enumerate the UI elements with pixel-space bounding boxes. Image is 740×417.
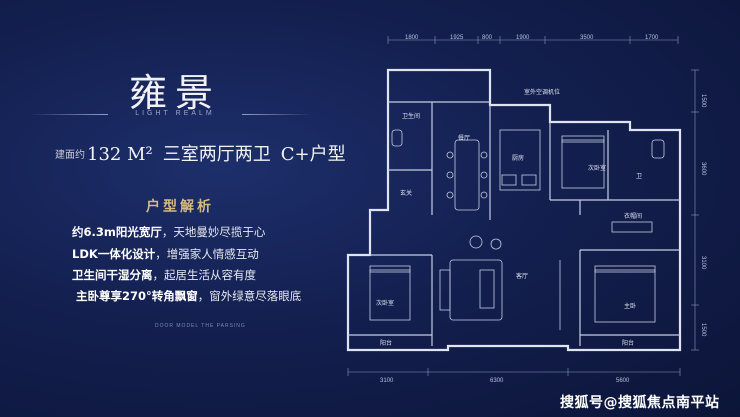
room-label: 室外空调机位 — [524, 88, 560, 96]
feature-line: LDK一体化设计，增强家人情感互动 — [72, 247, 259, 261]
dim-bottom: 3100 — [380, 378, 394, 384]
section-heading: 户型解析 — [146, 199, 214, 215]
dim-top: 1925 — [450, 35, 464, 41]
dim-top: 1900 — [516, 35, 530, 41]
room-label: 阳台 — [622, 339, 634, 347]
divider-right — [242, 114, 312, 115]
dim-top: 1700 — [645, 35, 659, 41]
dim-top: 1800 — [405, 35, 419, 41]
page-subtitle: LIGHT REALM — [135, 110, 215, 117]
feature-line: 约6.3m阳光宽厅，天地曼妙尽揽于心 — [72, 225, 266, 239]
room-label: 餐厅 — [458, 134, 470, 142]
floor-plan: 1800 1925 800 1900 3500 1700 3100 6300 5… — [346, 35, 706, 384]
dimension-lines — [347, 36, 699, 376]
watermark: 搜狐号@搜狐焦点南平站 — [560, 395, 720, 411]
dim-right: 3600 — [700, 162, 706, 176]
room-label: 衣帽间 — [624, 212, 642, 220]
room-label: 厨房 — [512, 154, 524, 162]
dim-bottom: 6300 — [490, 378, 504, 384]
dim-right: 1500 — [700, 323, 706, 337]
room-label: 卫 — [636, 173, 642, 180]
feature-line: 主卧尊享270°转角飘窗，窗外绿意尽落眼底 — [76, 289, 302, 303]
room-label: 卫生间 — [402, 112, 420, 120]
room-label: 阳台 — [380, 339, 392, 347]
room-label: 客厅 — [516, 272, 528, 280]
dim-right: 1500 — [700, 94, 706, 108]
unit-rooms: 三室两厅两卫 — [162, 144, 271, 165]
room-label: 次卧室 — [588, 164, 606, 172]
unit-area: 132 M² — [87, 144, 153, 165]
footer-caption: DOOR MODEL THE PARSING — [155, 323, 246, 329]
room-label: 玄关 — [400, 189, 412, 197]
dim-top: 3500 — [580, 35, 594, 41]
dim-bottom: 5600 — [616, 378, 630, 384]
area-prefix: 建面约 — [55, 150, 85, 161]
dim-top: 800 — [482, 35, 493, 41]
page-title: 雍景 — [128, 71, 221, 115]
room-label: 主卧 — [624, 302, 636, 310]
dim-right: 3100 — [700, 256, 706, 270]
divider-left — [30, 114, 108, 115]
unit-type: C+户型 — [280, 144, 346, 165]
furniture — [369, 129, 665, 330]
room-label: 次卧室 — [376, 299, 394, 307]
interior-walls — [348, 101, 680, 346]
feature-line: 卫生间干湿分离，起居生活从容有度 — [72, 268, 256, 282]
